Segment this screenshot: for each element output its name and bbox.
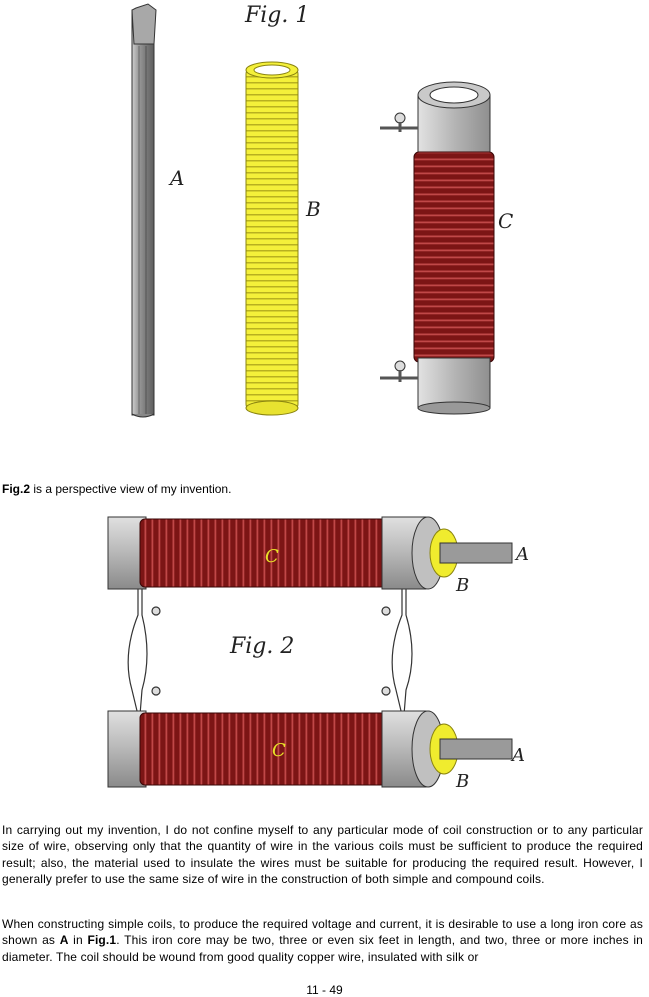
fig1-label-b: B (305, 197, 321, 221)
fig2-caption-text: is a perspective view of my invention. (30, 482, 232, 496)
fig1-label-a: A (168, 166, 184, 190)
terminal-screw-bottom (380, 360, 418, 382)
fig2-label-a-bottom: A (510, 745, 525, 766)
fig2-caption: Fig.2 is a perspective view of my invent… (2, 482, 231, 496)
iron-rod-a (131, 3, 157, 418)
fig1-title: Fig. 1 (244, 3, 309, 28)
compound-coil-c (380, 81, 495, 415)
para2-text-3: . This iron core may be two, three or ev… (2, 933, 644, 964)
para2-text-1: When constructing simple coils, to produ… (2, 917, 643, 948)
yellow-coil-b (245, 61, 299, 416)
fig2-caption-ref: Fig.2 (2, 482, 31, 496)
fig2-label-b-bottom: B (455, 771, 469, 792)
paragraph-1: In carrying out my invention, I do not c… (2, 823, 643, 886)
para2-text-2: in (68, 933, 88, 948)
figure-1: Fig. 1 A B (131, 3, 513, 418)
paragraph-2: When constructing simple coils, to produ… (2, 916, 643, 965)
fig2-label-c-top: C (265, 546, 279, 567)
connecting-wires (127, 589, 413, 716)
para2-bold-2: Fig.1 (87, 933, 117, 948)
fig2-bottom-coil (107, 710, 513, 788)
terminal-screw-top (380, 112, 418, 132)
fig1-label-c: C (498, 209, 513, 233)
fig2-label-b-top: B (455, 575, 469, 596)
fig2-title: Fig. 2 (229, 634, 294, 659)
fig2-label-c-bottom: C (272, 740, 286, 761)
fig2-top-coil (107, 516, 513, 590)
para2-bold-1: A (59, 933, 69, 948)
page-number: 11 - 49 (306, 983, 343, 997)
fig2-label-a-top: A (514, 544, 529, 565)
figure-2: C A B Fig. 2 C A B (107, 516, 529, 792)
